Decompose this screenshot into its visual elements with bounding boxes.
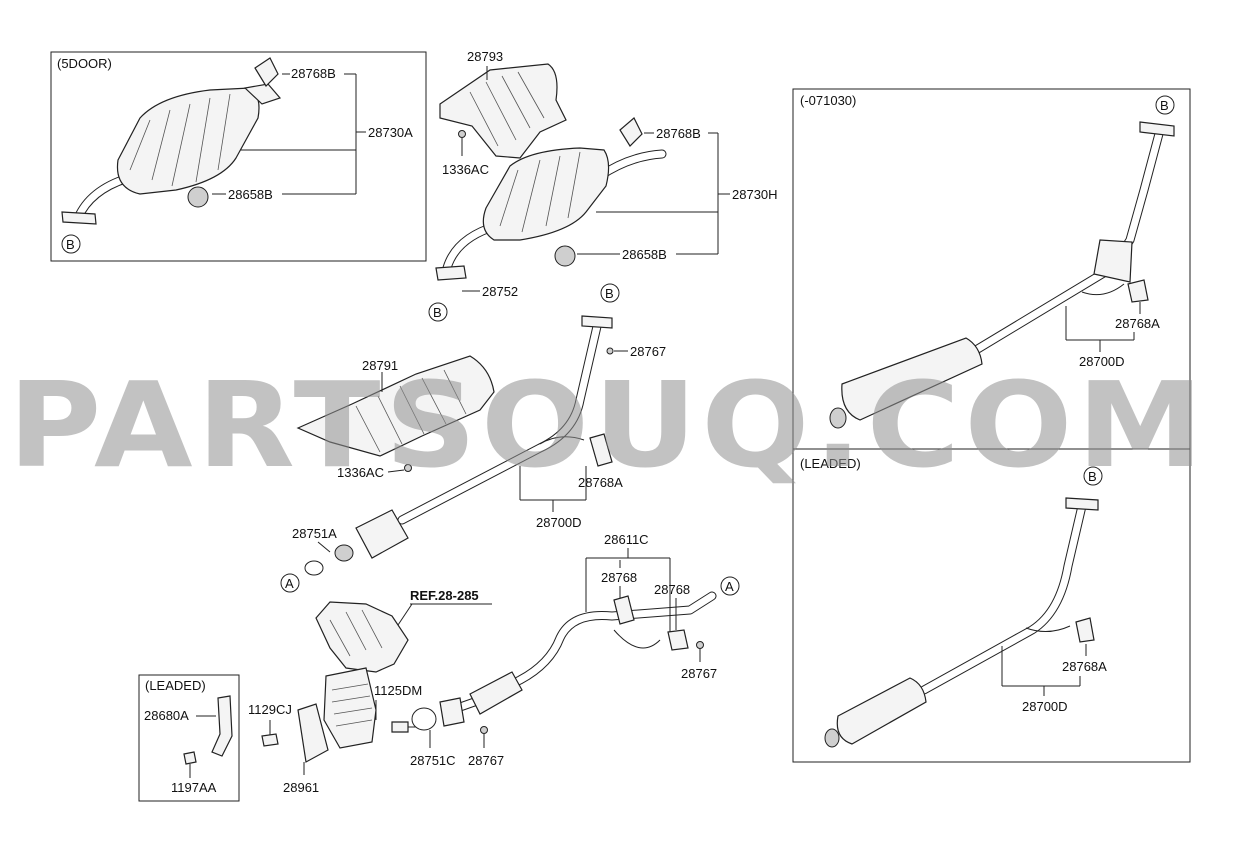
muffler-28730h [435, 117, 667, 281]
label-28768B-1: 28768B [291, 66, 336, 81]
label-28752: 28752 [482, 284, 518, 299]
label-28730H: 28730H [732, 187, 778, 202]
callout-b-5door-text: B [66, 237, 75, 252]
panel-5door-box [50, 51, 427, 262]
center-pipe-071030 [829, 121, 1175, 429]
label-28768A-2: 28768A [1115, 316, 1160, 331]
callout-b-28730h [428, 302, 448, 322]
callout-b-right-bottom-text: B [1088, 469, 1097, 484]
label-28658B-1: 28658B [228, 187, 273, 202]
exhaust-manifold [297, 601, 409, 763]
label-28700D-1: 28700D [536, 515, 582, 530]
callout-a-center-text: A [285, 576, 294, 591]
callout-b-right-top-text: B [1160, 98, 1169, 113]
callout-a-front-text: A [725, 579, 734, 594]
label-28791: 28791 [362, 358, 398, 373]
label-28767-3: 28767 [468, 753, 504, 768]
panel-5door-label: (5DOOR) [57, 56, 112, 71]
label-28768-1: 28768 [601, 570, 637, 585]
label-1125DM: 1125DM [374, 683, 422, 698]
callout-b-right-bottom [1083, 466, 1103, 486]
callout-b-28730h-text: B [433, 305, 442, 320]
label-28611C: 28611C [604, 532, 649, 547]
label-28767-1: 28767 [630, 344, 666, 359]
panel-leaded-small-label: (LEADED) [145, 678, 206, 693]
callout-b-right-top [1155, 95, 1175, 115]
reference-label: REF.28-285 [410, 588, 479, 603]
panel-leaded-right-label: (LEADED) [800, 456, 861, 471]
bracket-28680a [183, 695, 233, 765]
label-28793: 28793 [467, 49, 503, 64]
label-28700D-3: 28700D [1022, 699, 1068, 714]
label-1336AC-2: 1336AC [337, 465, 384, 480]
callout-b-center [600, 283, 620, 303]
heat-shield-28791 [296, 355, 495, 472]
front-pipe-28611c [439, 591, 717, 727]
label-28768-2: 28768 [654, 582, 690, 597]
label-1197AA: 1197AA [171, 780, 217, 795]
label-28730A: 28730A [368, 125, 413, 140]
label-28961: 28961 [283, 780, 319, 795]
label-28680A: 28680A [144, 708, 189, 723]
label-28751C: 28751C [410, 753, 456, 768]
label-1336AC-1: 1336AC [442, 162, 489, 177]
center-pipe-leaded [824, 497, 1099, 748]
label-28751A: 28751A [292, 526, 337, 541]
panel-leaded-small-box [138, 674, 240, 802]
callout-a-front [720, 576, 740, 596]
heat-shield-28793 [439, 63, 567, 159]
label-28768B-2: 28768B [656, 126, 701, 141]
center-pipe-28700d [334, 315, 613, 562]
panel-before-date-label: (-071030) [800, 93, 856, 108]
callout-a-center [280, 573, 300, 593]
label-28767-2: 28767 [681, 666, 717, 681]
panel-right-box [792, 88, 1191, 763]
label-28768A-1: 28768A [578, 475, 623, 490]
callout-b-center-text: B [605, 286, 614, 301]
label-28768A-3: 28768A [1062, 659, 1107, 674]
watermark-text: PARTSOUQ.COM [8, 356, 1208, 494]
label-28658B-2: 28658B [622, 247, 667, 262]
muffler-5door [61, 57, 282, 225]
label-1129CJ: 1129CJ [248, 702, 292, 717]
callout-b-5door [61, 234, 81, 254]
label-28700D-2: 28700D [1079, 354, 1125, 369]
